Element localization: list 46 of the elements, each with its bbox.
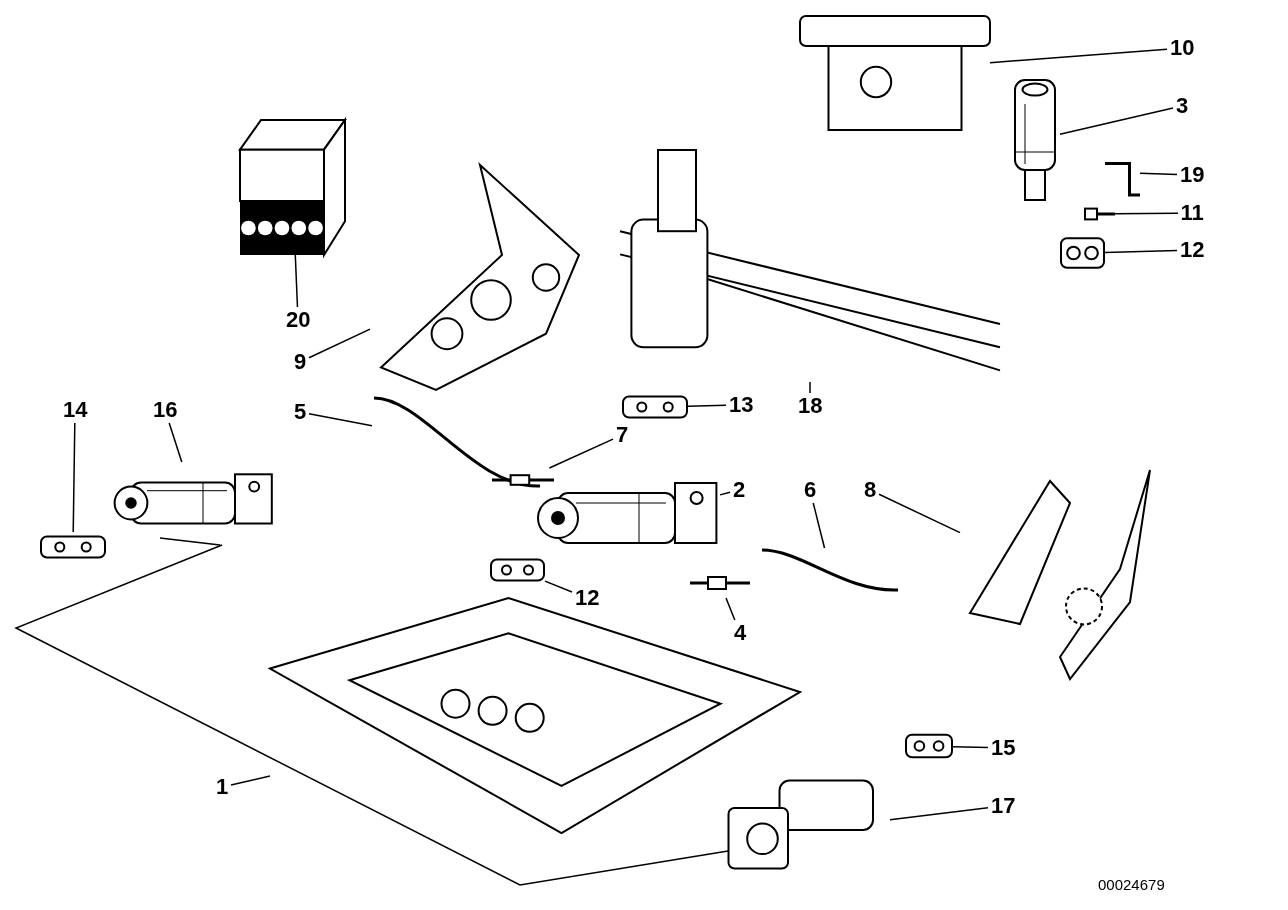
callout-number: 17 [991,794,1016,818]
callout-number: 18 [798,394,823,418]
callout-number: 16 [153,398,178,422]
leader-line [1114,212,1179,215]
leader-line [294,254,299,308]
leader-line [544,580,573,593]
callout-number: 4 [734,621,747,645]
leader-line [308,412,373,427]
callout-number: 12 [1180,238,1205,262]
leader-line [725,597,736,621]
leader-line [72,422,76,533]
callout-number: 3 [1176,94,1189,118]
callout-number: 7 [616,423,629,447]
callout-number: 15 [991,736,1016,760]
leader-line [168,422,183,463]
leader-line [1104,249,1178,254]
cable-drawing [760,548,900,592]
leader-line [889,807,989,821]
callout-number: 13 [729,393,754,417]
callout-number: 1 [216,775,229,799]
leader-line [719,491,731,496]
cable-drawing [372,396,542,488]
leader-line [1059,107,1174,135]
leader-line [687,404,727,407]
leader-line [230,775,271,786]
leader-line [1139,172,1178,176]
leader-line [548,438,614,469]
leader-line [809,381,811,394]
callout-number: 10 [1170,36,1195,60]
screw-drawing [1085,205,1115,223]
leader-line [878,493,961,534]
callout-number: 2 [733,478,746,502]
leader-line [952,745,989,749]
leader-line [308,328,371,359]
callout-number: 11 [1180,201,1204,225]
callout-number: 5 [294,400,307,424]
callout-number: 9 [294,350,307,374]
callout-number: 12 [575,586,600,610]
drawing-number: 00024679 [1098,876,1165,893]
callout-number: 20 [286,308,311,332]
callout-number: 19 [1180,163,1205,187]
leader-line [989,48,1168,64]
callout-number: 8 [864,478,877,502]
callout-number: 14 [63,398,88,422]
leader-line [812,502,826,549]
callout-number: 6 [804,478,817,502]
